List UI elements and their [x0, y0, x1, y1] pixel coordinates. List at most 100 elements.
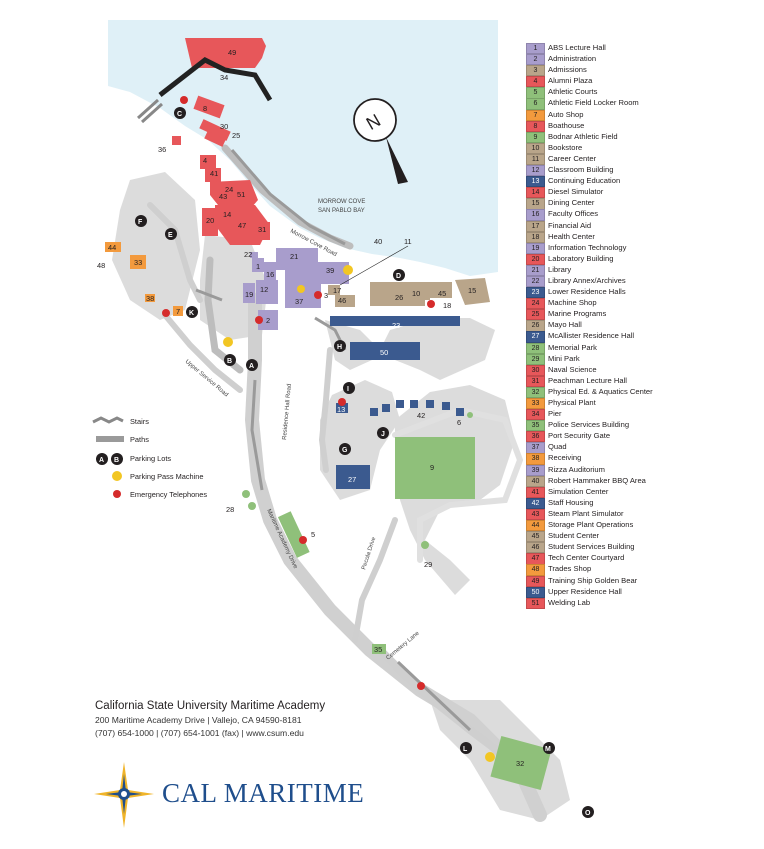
legend-number: 19: [526, 242, 545, 254]
legend-label: Student Center: [548, 531, 600, 541]
legend-label: Dining Center: [548, 198, 595, 208]
svg-text:16: 16: [266, 270, 274, 279]
legend-number: 22: [526, 275, 545, 288]
legend-number: 48: [526, 564, 545, 576]
key-emergency-phones: Emergency Telephones: [130, 490, 207, 499]
svg-text:41: 41: [210, 169, 218, 178]
svg-text:2: 2: [266, 316, 270, 325]
navy-buildings: [330, 316, 464, 489]
legend-number: 32: [526, 386, 545, 399]
legend-number: 49: [526, 575, 545, 587]
svg-text:39: 39: [326, 266, 334, 275]
legend-label: Library: [548, 264, 572, 274]
legend-label: Quad: [548, 442, 567, 452]
label-33: 33: [134, 258, 142, 267]
svg-text:24: 24: [225, 185, 233, 194]
label-42: 42: [417, 411, 425, 420]
svg-text:I: I: [347, 386, 349, 393]
cal-maritime-wordmark: CAL MARITIME: [162, 778, 365, 808]
svg-text:M: M: [545, 746, 551, 753]
svg-text:E: E: [168, 232, 173, 239]
legend-label: Training Ship Golden Bear: [548, 575, 638, 585]
legend-label: Administration: [548, 54, 597, 64]
legend-label: Rizza Auditorium: [548, 464, 605, 474]
legend-label: Staff Housing: [548, 497, 594, 507]
legend-label: Police Services Building: [548, 420, 630, 430]
map-key: Stairs Paths A B Parking Lots Parking Pa…: [92, 416, 207, 499]
label-23: 23: [392, 321, 400, 330]
legend-number: 3: [526, 65, 545, 77]
pier: [158, 57, 273, 102]
purple-building-labels: 22 1 16 21 19 12 37 39 2: [244, 250, 334, 325]
key-parking-pass: Parking Pass Machine: [130, 472, 204, 481]
legend-number: 39: [526, 464, 545, 476]
svg-text:H: H: [337, 344, 342, 351]
svg-text:K: K: [189, 310, 194, 317]
cal-maritime-logo: CAL MARITIME: [92, 760, 364, 835]
legend-number: 44: [526, 520, 545, 532]
svg-text:14: 14: [223, 210, 231, 219]
legend-label: Auto Shop: [548, 109, 584, 119]
legend-number: 35: [526, 420, 545, 432]
legend-label: Alumni Plaza: [548, 76, 593, 86]
legend-label: Robert Hammaker BBQ Area: [548, 475, 646, 485]
legend-label: Trades Shop: [548, 564, 592, 574]
svg-text:20: 20: [206, 216, 214, 225]
orange-buildings: [105, 242, 183, 316]
legend-label: Receiving: [548, 453, 582, 463]
legend-label: Career Center: [548, 153, 597, 163]
parking-pass-icons: [223, 265, 495, 762]
legend-label: Welding Lab: [548, 597, 591, 607]
legend-label: Bookstore: [548, 142, 583, 152]
svg-text:46: 46: [338, 296, 346, 305]
legend-number: 18: [526, 231, 545, 243]
legend-label: Tech Center Courtyard: [548, 553, 625, 563]
label-38: 38: [146, 294, 154, 303]
svg-text:B: B: [114, 457, 119, 464]
legend-label: Classroom Building: [548, 165, 614, 175]
svg-text:8: 8: [203, 104, 207, 113]
legend-number: 17: [526, 220, 545, 232]
svg-text:J: J: [381, 431, 385, 438]
legend-number: 26: [526, 320, 545, 332]
label-32: 32: [516, 759, 524, 768]
legend-number: 2: [526, 54, 545, 66]
bay-water: [108, 20, 498, 276]
legend-number: 15: [526, 198, 545, 210]
legend-label: Marine Programs: [548, 309, 607, 319]
legend-label: Laboratory Building: [548, 253, 614, 263]
tan-buildings: [328, 278, 490, 307]
legend-label: Upper Residence Hall: [548, 586, 622, 596]
svg-text:3: 3: [324, 291, 328, 300]
legend-label: Student Services Building: [548, 542, 635, 552]
svg-text:O: O: [585, 810, 591, 817]
svg-text:17: 17: [333, 286, 341, 295]
